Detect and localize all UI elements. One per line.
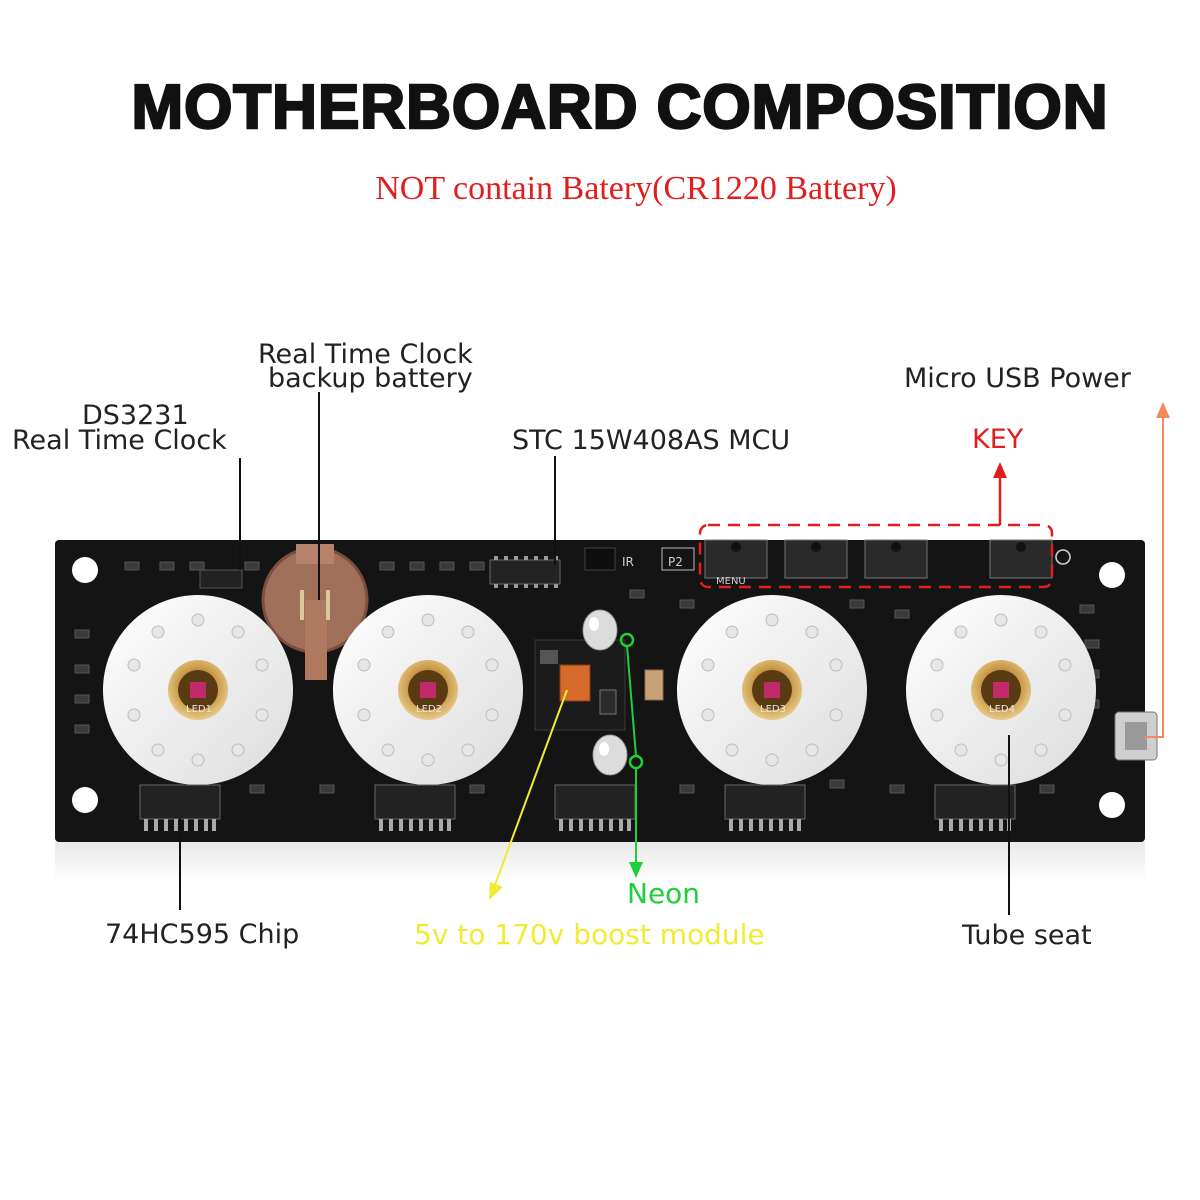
usb-power-label: Micro USB Power: [904, 363, 1131, 394]
tube-seat-1: [103, 595, 293, 785]
boost-arrow-line: [494, 689, 568, 886]
tube-seat-4: [906, 595, 1096, 785]
menu-silkscreen: MENU: [716, 576, 746, 587]
ir-receiver: [584, 547, 616, 571]
battery-holder: [261, 544, 369, 680]
tube-seat-3: [677, 595, 867, 785]
p2-silkscreen: P2: [668, 555, 683, 569]
neon-bulbs: [582, 609, 628, 776]
led1-silkscreen: LED1: [186, 704, 212, 715]
tube-seat-2: [333, 595, 523, 785]
board-reflection: [55, 842, 1145, 882]
callout-lines: [179, 392, 1010, 915]
rtc-backup-label-line1: Real Time Clock: [258, 339, 473, 370]
p2-header: [661, 547, 695, 571]
mcu-label: STC 15W408AS MCU: [512, 425, 791, 456]
ds3231-label-line1: DS3231: [82, 400, 189, 431]
power-icon: [1055, 549, 1071, 565]
tube-seat-label: Tube seat: [962, 920, 1092, 951]
chip-label: 74HC595 Chip: [105, 919, 300, 950]
rtc-backup-label-line2: backup battery: [268, 363, 473, 394]
ds3231-chip: [199, 569, 243, 589]
usb-arrow-line: [1145, 415, 1164, 738]
key-label: KEY: [972, 424, 1024, 455]
neon-link-line: [626, 645, 637, 757]
micro-usb-opening: [1125, 722, 1147, 750]
led2-silkscreen: LED2: [416, 704, 442, 715]
key-arrow-head: [993, 462, 1007, 478]
usb-arrow-head: [1156, 402, 1170, 418]
shift-register-chips: [139, 784, 1016, 831]
boost-label: 5v to 170v boost module: [414, 918, 765, 951]
boost-module: [534, 639, 626, 731]
tube-seats: LED1 LED2 LED3 LED4: [103, 595, 1096, 785]
ir-silkscreen: IR: [622, 555, 634, 569]
led3-silkscreen: LED3: [760, 704, 786, 715]
page-title: MOTHERBOARD COMPOSITION: [130, 72, 1109, 144]
ds3231-label-line2: Real Time Clock: [12, 425, 227, 456]
page-subtitle: NOT contain Batery(CR1220 Battery): [375, 170, 897, 207]
mounting-holes: [72, 557, 1125, 818]
neon-arrow-head: [629, 862, 643, 878]
neon-label: Neon: [627, 877, 701, 910]
mcu-chip: [489, 556, 561, 588]
key-highlight-box: [698, 523, 1054, 589]
capacitor: [644, 669, 664, 701]
key-buttons: [704, 539, 1053, 579]
boost-arrow-head: [489, 882, 503, 900]
led4-silkscreen: LED4: [989, 704, 1015, 715]
